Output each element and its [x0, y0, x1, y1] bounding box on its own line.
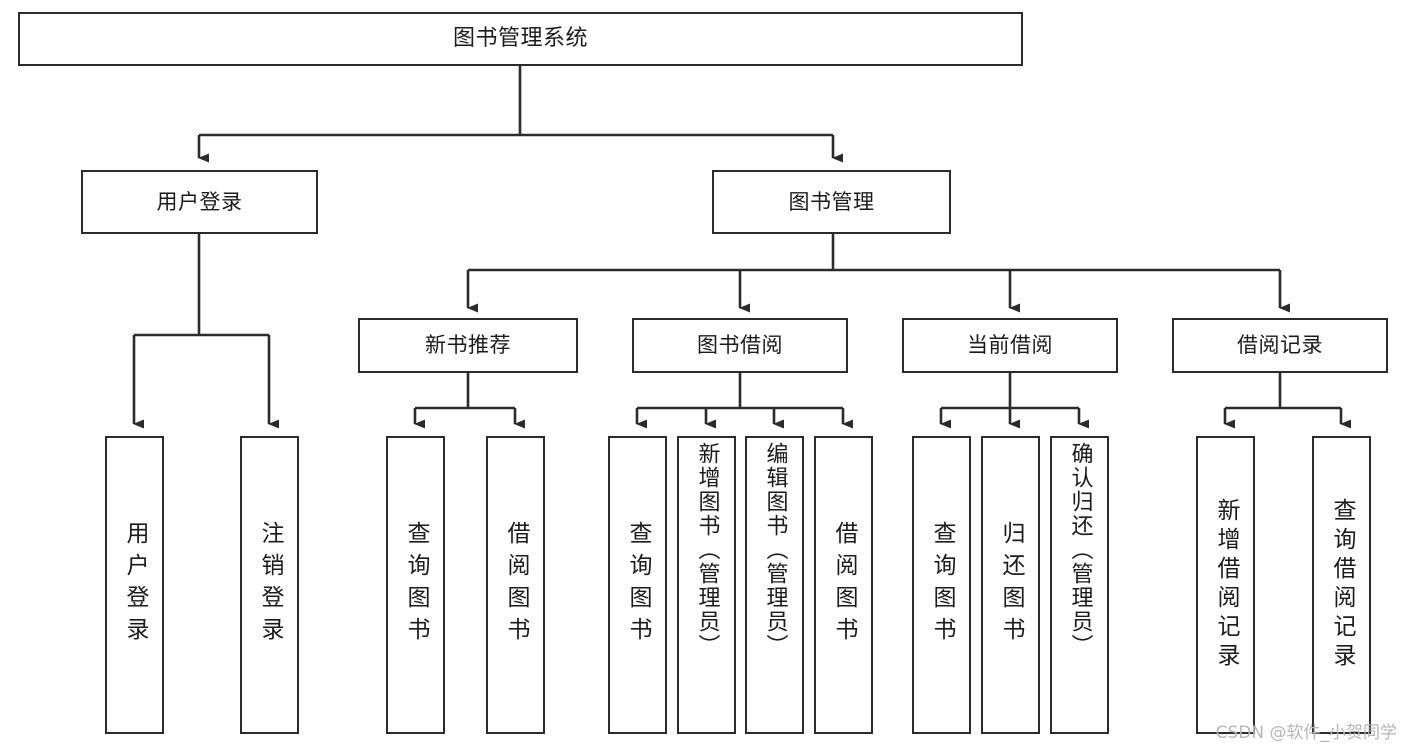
node-user-login[interactable]: 用户登录	[81, 170, 318, 234]
node-book-management-label: 图书管理	[788, 189, 875, 214]
node-book-management[interactable]: 图书管理	[712, 170, 951, 234]
leaf-book-borrow-2[interactable]: 新增图书（管理员）	[677, 436, 736, 734]
node-new-book-recommend-label: 新书推荐	[425, 333, 511, 358]
leaf-current-borrow-2-label: 归还图书	[998, 521, 1024, 649]
node-user-login-label: 用户登录	[156, 189, 243, 214]
watermark: CSDN @软件_小贺同学	[1215, 723, 1397, 743]
leaf-user-login-1[interactable]: 用户登录	[105, 436, 164, 734]
leaf-current-borrow-2[interactable]: 归还图书	[981, 436, 1040, 734]
leaf-borrow-record-2-label: 查询借阅记录	[1329, 498, 1355, 672]
node-current-borrow-label: 当前借阅	[967, 333, 1053, 358]
leaf-borrow-record-1[interactable]: 新增借阅记录	[1196, 436, 1255, 734]
node-book-borrow[interactable]: 图书借阅	[632, 318, 848, 373]
leaf-current-borrow-1-label: 查询图书	[929, 521, 955, 649]
node-new-book-recommend[interactable]: 新书推荐	[358, 318, 578, 373]
leaf-new-book-2[interactable]: 借阅图书	[486, 436, 545, 734]
leaf-user-login-2-label: 注销登录	[257, 521, 283, 649]
leaf-borrow-record-1-label: 新增借阅记录	[1213, 498, 1239, 672]
leaf-book-borrow-1-label: 查询图书	[625, 521, 651, 649]
leaf-book-borrow-2-label: 新增图书（管理员）	[694, 442, 720, 658]
node-borrow-record[interactable]: 借阅记录	[1172, 318, 1388, 373]
node-current-borrow[interactable]: 当前借阅	[902, 318, 1118, 373]
leaf-user-login-1-label: 用户登录	[122, 521, 148, 649]
leaf-book-borrow-3-label: 编辑图书（管理员）	[762, 442, 788, 658]
leaf-user-login-2[interactable]: 注销登录	[240, 436, 299, 734]
node-root[interactable]: 图书管理系统	[18, 12, 1023, 66]
leaf-new-book-1[interactable]: 查询图书	[386, 436, 445, 734]
node-book-borrow-label: 图书借阅	[697, 333, 783, 358]
leaf-new-book-2-label: 借阅图书	[503, 521, 529, 649]
leaf-new-book-1-label: 查询图书	[403, 521, 429, 649]
leaf-book-borrow-3[interactable]: 编辑图书（管理员）	[745, 436, 804, 734]
leaf-current-borrow-3[interactable]: 确认归还（管理员）	[1050, 436, 1109, 734]
leaf-book-borrow-4-label: 借阅图书	[831, 521, 857, 649]
leaf-book-borrow-4[interactable]: 借阅图书	[814, 436, 873, 734]
node-root-label: 图书管理系统	[452, 26, 588, 52]
leaf-current-borrow-1[interactable]: 查询图书	[912, 436, 971, 734]
leaf-book-borrow-1[interactable]: 查询图书	[608, 436, 667, 734]
leaf-borrow-record-2[interactable]: 查询借阅记录	[1312, 436, 1371, 734]
leaf-current-borrow-3-label: 确认归还（管理员）	[1067, 442, 1093, 658]
node-borrow-record-label: 借阅记录	[1237, 333, 1323, 358]
